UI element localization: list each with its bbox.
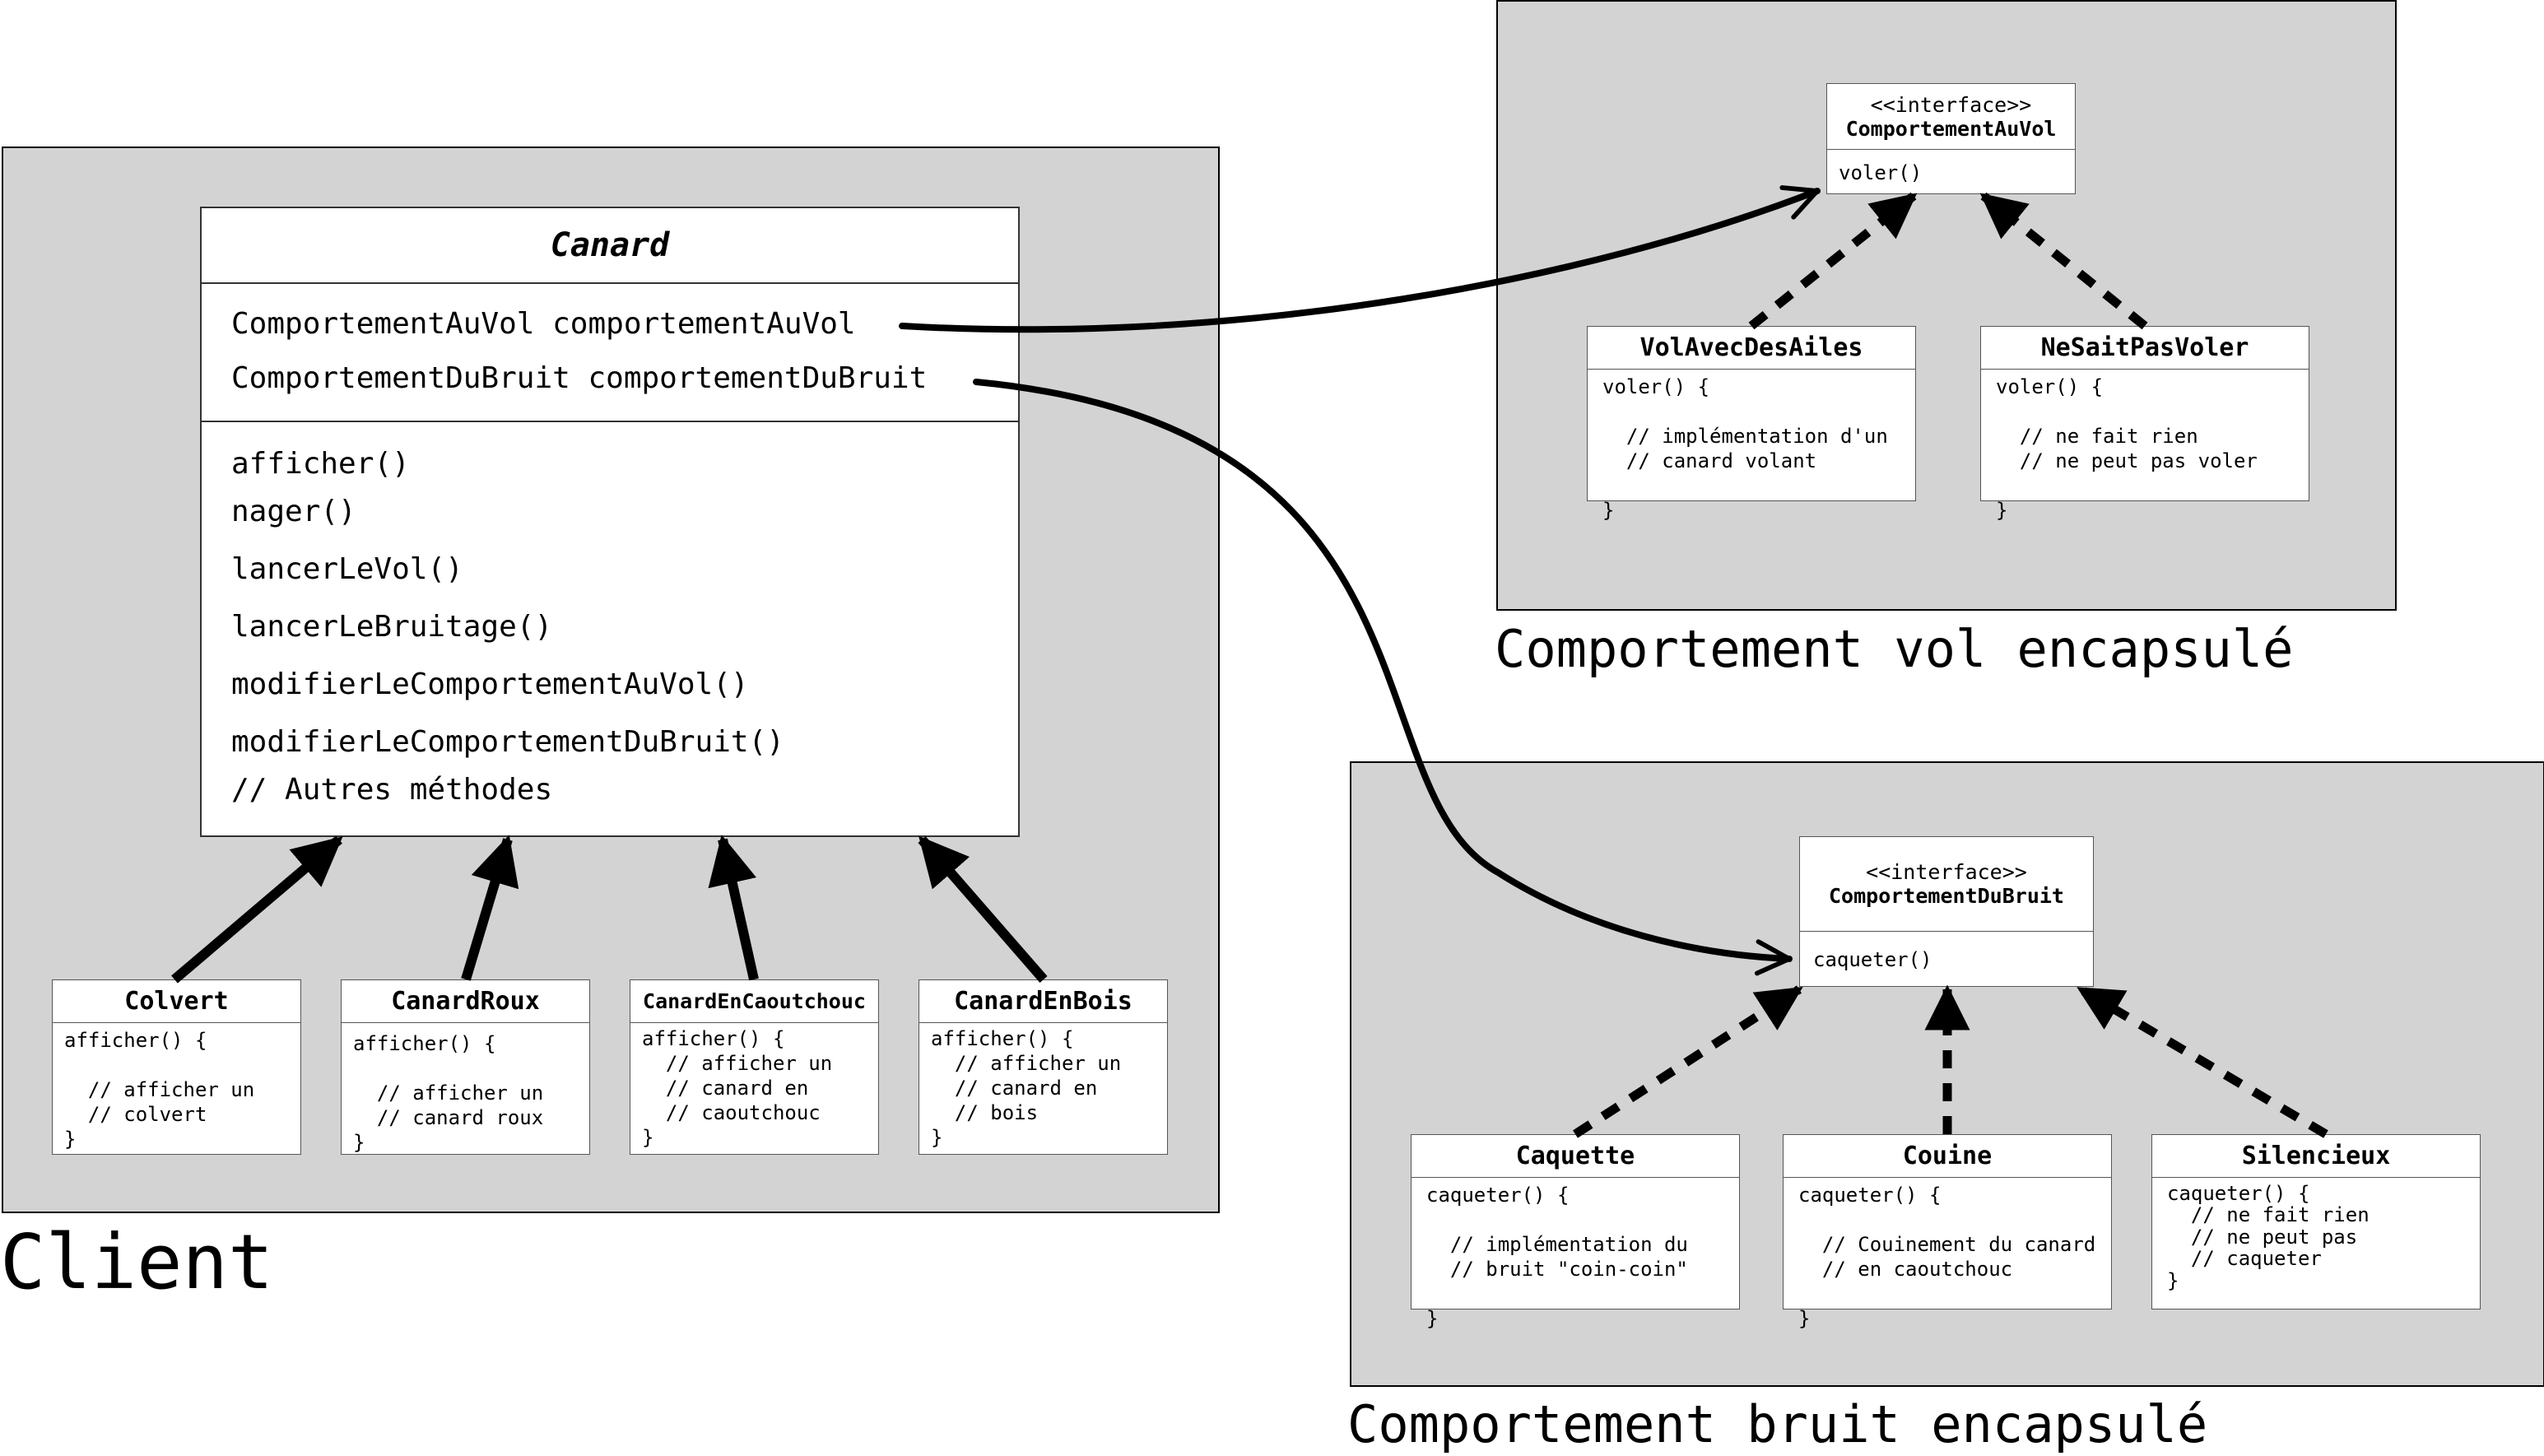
caquette-class[interactable]: Caquette caqueter() { // implémentation … (1411, 1134, 1740, 1330)
method-afficher: afficher() (231, 447, 410, 481)
canard-roux-class[interactable]: CanardRoux afficher() { // afficher un /… (341, 979, 590, 1155)
inheritance-arrow-canard-roux (461, 835, 519, 981)
method-nager: nager() (231, 495, 356, 528)
class-name: CanardEnBois (954, 987, 1132, 1016)
class-body: afficher() { // afficher un // canard en… (642, 1027, 833, 1149)
bruit-group-label: Comportement bruit encapsulé (1347, 1394, 2208, 1454)
class-name: Caquette (1515, 1142, 1635, 1170)
class-body: voler() { // ne fait rien // ne peut pas… (1996, 375, 2258, 522)
inheritance-arrow-colvert (171, 835, 343, 984)
realization-arrow-ne-sait-pas-voler (1979, 192, 2148, 330)
vol-group-label: Comportement vol encapsulé (1495, 619, 2294, 679)
method-lancer-le-vol: lancerLeVol() (231, 552, 463, 586)
class-name: Colvert (124, 987, 229, 1016)
attribute-comportement-au-vol: ComportementAuVol comportementAuVol (231, 307, 856, 341)
interface-name: ComportementAuVol (1845, 116, 2057, 141)
inheritance-arrow-canard-en-bois (918, 835, 1048, 983)
interface-stereotype: <<interface>> (1866, 860, 2027, 884)
canard-en-caoutchouc-class[interactable]: CanardEnCaoutchouc afficher() { // affic… (630, 979, 879, 1155)
interface-method: voler() (1839, 161, 1923, 184)
class-body: voler() { // implémentation d'un // cana… (1602, 375, 1888, 522)
method-modifier-comportement-du-bruit: modifierLeComportementDuBruit() (231, 725, 784, 759)
method-lancer-le-bruitage: lancerLeBruitage() (231, 610, 553, 644)
ne-sait-pas-voler-class[interactable]: NeSaitPasVoler voler() { // ne fait rien… (1980, 326, 2309, 522)
association-arrow-comportement-au-vol (899, 185, 1821, 333)
inheritance-arrow-canard-en-caoutchouc (708, 835, 759, 981)
realization-arrow-vol-avec-des-ailes (1748, 192, 1918, 330)
class-body: caqueter() { // ne fait rien // ne peut … (2167, 1182, 2370, 1292)
couine-class[interactable]: Couine caqueter() { // Couinement du can… (1783, 1134, 2112, 1330)
canard-class-header: Canard (202, 208, 1018, 284)
client-group-label: Client (0, 1218, 274, 1306)
attribute-comportement-du-bruit: ComportementDuBruit comportementDuBruit (231, 361, 928, 395)
canard-en-bois-class[interactable]: CanardEnBois afficher() { // afficher un… (919, 979, 1168, 1155)
class-name: CanardEnCaoutchouc (643, 989, 866, 1013)
interface-name: ComportementDuBruit (1829, 884, 2064, 908)
silencieux-class[interactable]: Silencieux caqueter() { // ne fait rien … (2151, 1134, 2481, 1309)
class-name: NeSaitPasVoler (2040, 333, 2249, 362)
interface-stereotype: <<interface>> (1870, 92, 2032, 117)
class-body: afficher() { // afficher un // colvert } (64, 1029, 255, 1151)
realization-arrow-caquette (1573, 985, 1803, 1138)
class-name: VolAvecDesAiles (1639, 333, 1863, 362)
class-body: caqueter() { // Couinement du canard // … (1798, 1184, 2096, 1330)
comportement-au-vol-interface[interactable]: <<interface>> ComportementAuVol voler() (1826, 83, 2076, 194)
comportement-du-bruit-interface[interactable]: <<interface>> ComportementDuBruit caquet… (1799, 836, 2094, 987)
method-autres-methodes: // Autres méthodes (231, 773, 553, 807)
method-modifier-comportement-au-vol: modifierLeComportementAuVol() (231, 668, 749, 701)
vol-avec-des-ailes-class[interactable]: VolAvecDesAiles voler() { // implémentat… (1587, 326, 1916, 522)
class-name: Silencieux (2241, 1142, 2391, 1170)
interface-method: caqueter() (1813, 948, 1932, 971)
canard-attributes: ComportementAuVol comportementAuVol Comp… (202, 284, 1018, 422)
class-body: afficher() { // afficher un // canard ro… (353, 1032, 544, 1154)
canard-class[interactable]: Canard ComportementAuVol comportementAuV… (200, 207, 1020, 837)
class-body: afficher() { // afficher un // canard en… (931, 1027, 1122, 1149)
realization-arrow-silencieux (2077, 985, 2328, 1138)
class-name: CanardRoux (391, 987, 540, 1016)
class-name: Couine (1902, 1142, 1993, 1170)
canard-methods: afficher() nager() lancerLeVol() lancerL… (202, 422, 1018, 807)
canard-class-name: Canard (550, 226, 670, 264)
class-body: caqueter() { // implémentation du // bru… (1426, 1184, 1688, 1330)
association-arrow-comportement-du-bruit (973, 379, 1793, 976)
